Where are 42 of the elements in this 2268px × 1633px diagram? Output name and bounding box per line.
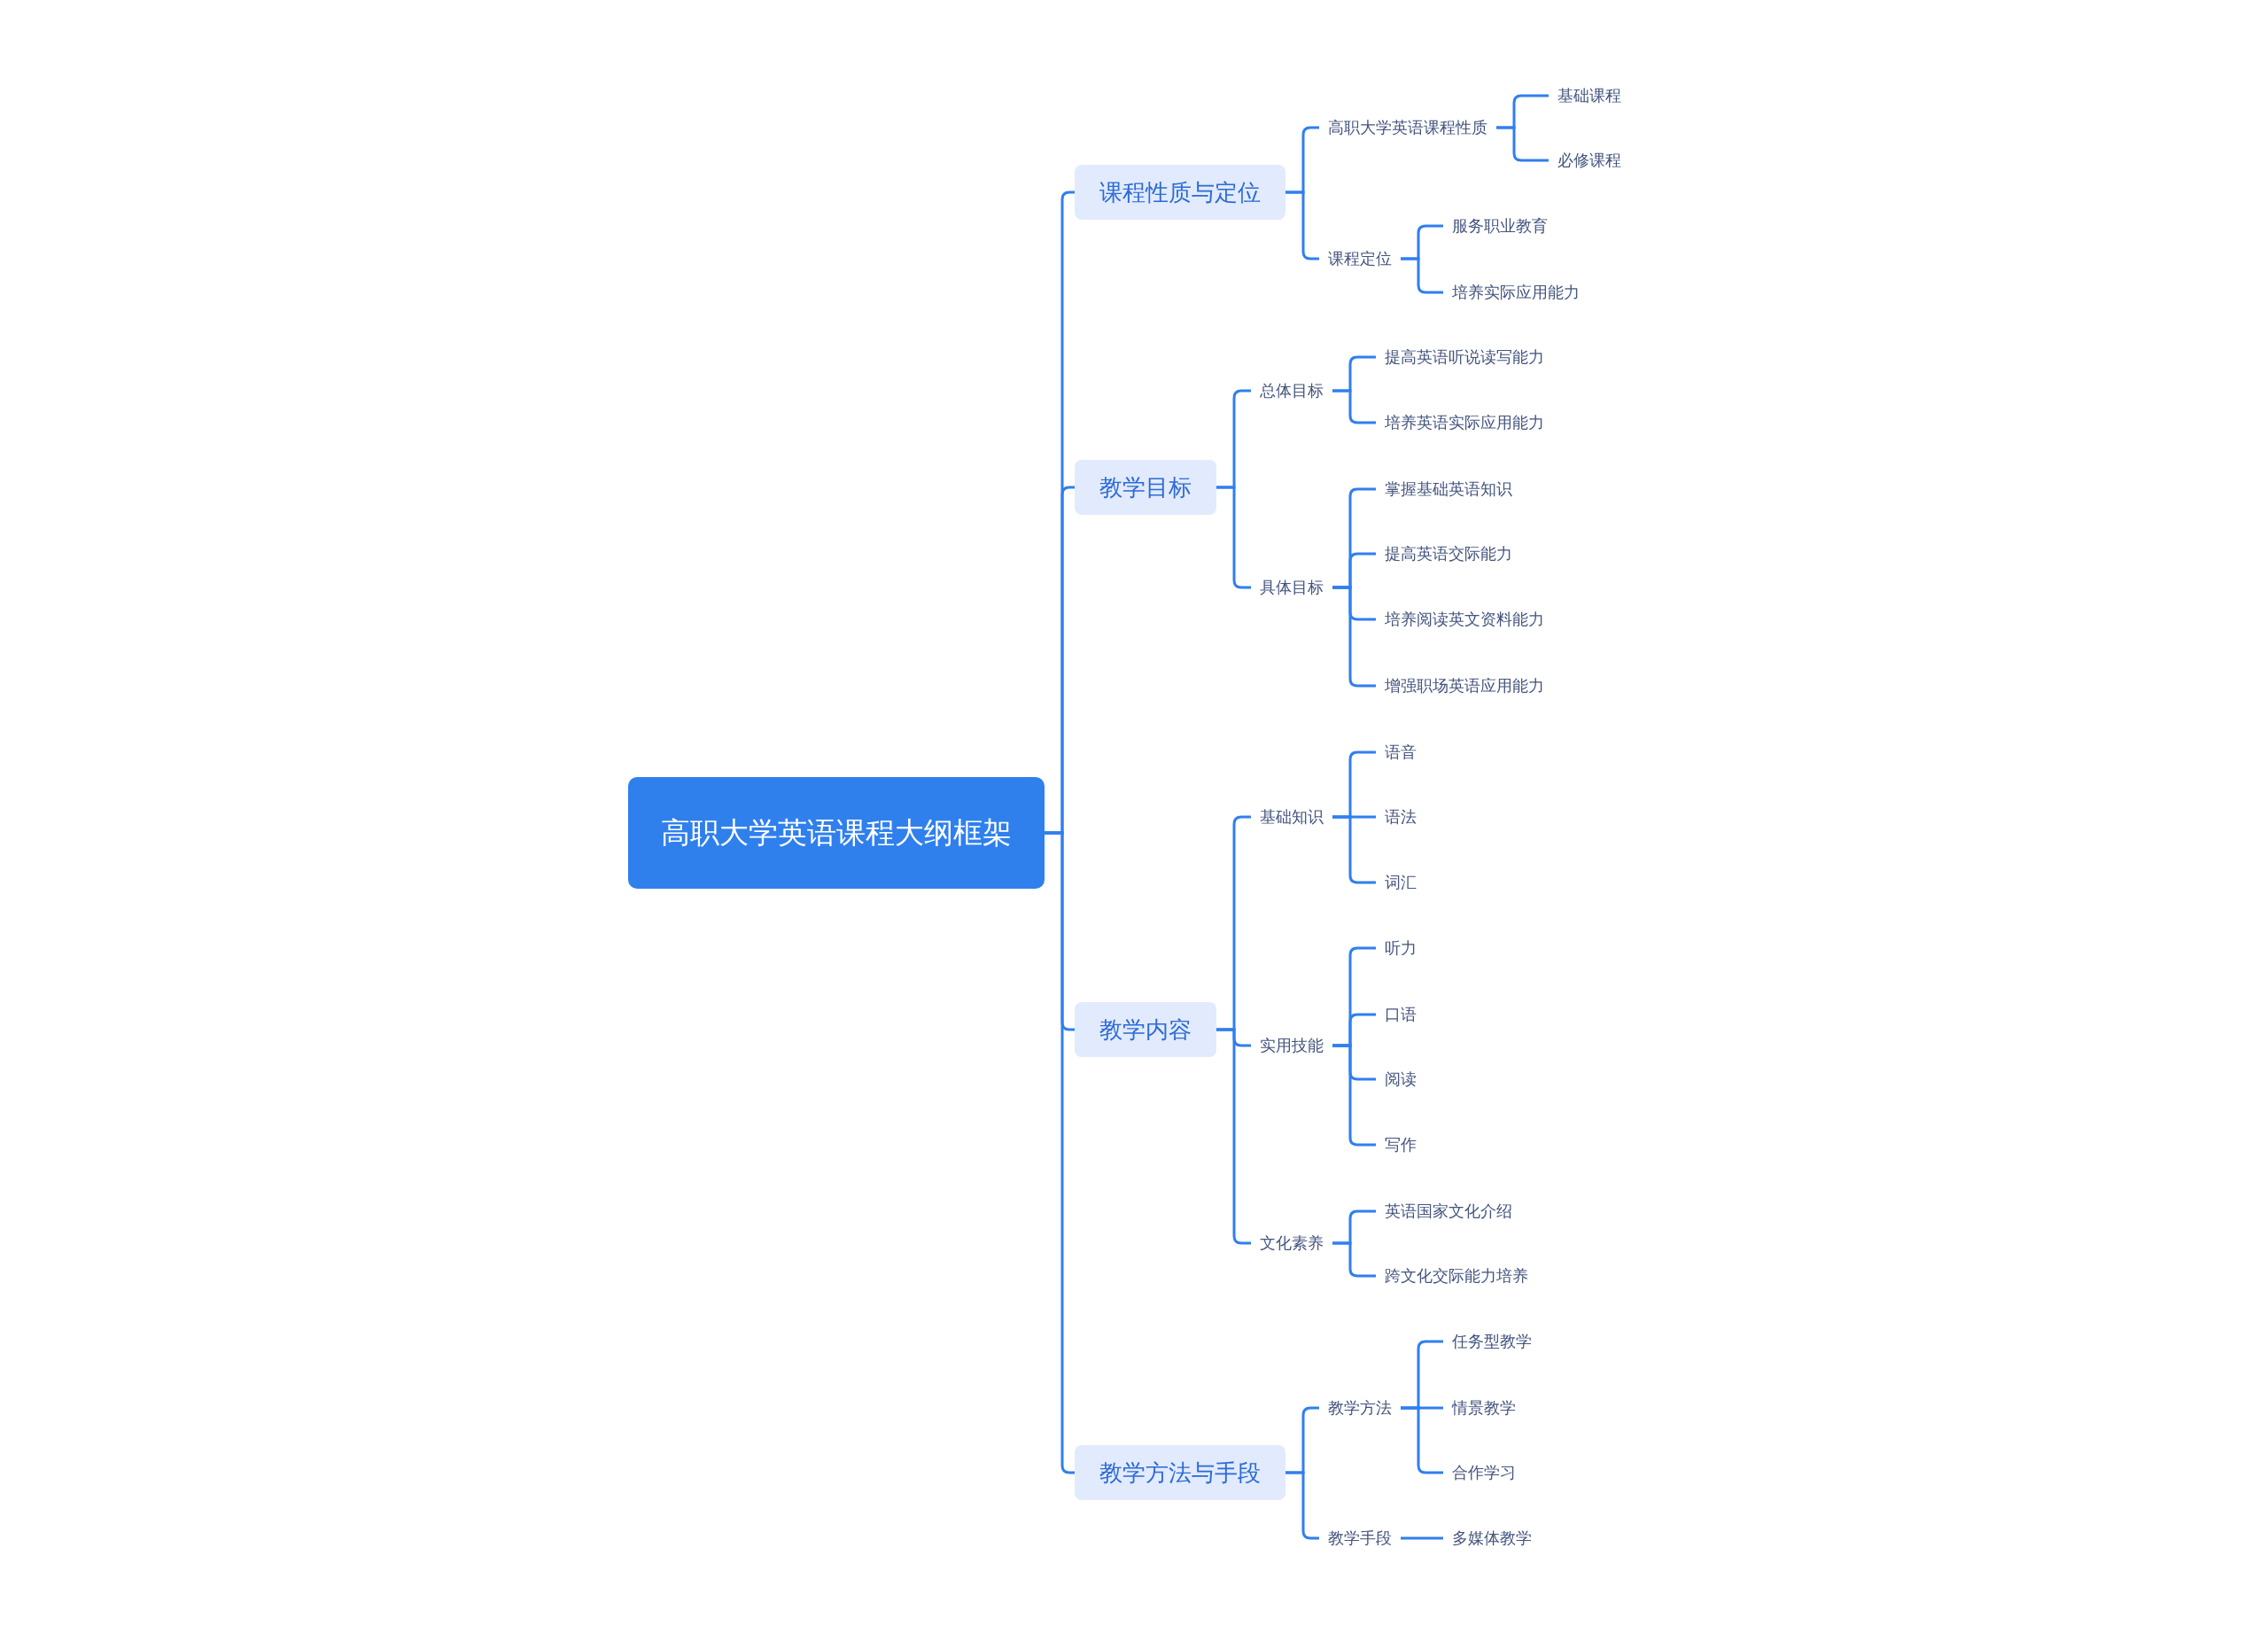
subtopic-text: 培养英语实际应用能力 [1385,410,1544,435]
central-topic-box: 高职大学英语课程大纲框架 [628,777,1045,889]
subtopic-text: 提高英语听说读写能力 [1385,345,1544,369]
subtopic-text: 文化素养 [1260,1231,1324,1256]
subtopic-text: 阅读 [1385,1067,1417,1092]
subtopic-text: 提高英语交际能力 [1385,541,1512,566]
connector-line [1401,257,1443,294]
subtopic-text: 写作 [1385,1132,1417,1157]
topic-box: 教学方法与手段 [1075,1445,1285,1500]
subtopic-text: 语法 [1385,805,1417,829]
topic-box: 教学目标 [1075,460,1216,515]
subtopic-text: 合作学习 [1452,1460,1516,1485]
subtopic-text: 课程定位 [1328,246,1392,271]
subtopic-text: 增强职场英语应用能力 [1385,673,1544,698]
subtopic-text: 教学方法 [1328,1396,1392,1420]
subtopic-text: 高职大学英语课程性质 [1328,115,1487,140]
subtopic-text: 基础知识 [1260,805,1324,829]
connector-line [1332,1241,1376,1278]
subtopic-text: 语音 [1385,740,1417,765]
subtopic-text: 口语 [1385,1002,1417,1027]
subtopic-text: 培养阅读英文资料能力 [1385,607,1544,632]
subtopic-text: 情景教学 [1452,1396,1516,1420]
subtopic-text: 培养实际应用能力 [1452,280,1580,305]
subtopic-text: 必修课程 [1557,148,1621,173]
subtopic-text: 听力 [1385,936,1417,960]
subtopic-text: 英语国家文化介绍 [1385,1199,1512,1224]
subtopic-text: 具体目标 [1260,575,1324,600]
subtopic-text: 任务型教学 [1452,1329,1532,1354]
topic-box: 课程性质与定位 [1075,165,1285,220]
connector-line [1401,1536,1443,1540]
subtopic-text: 总体目标 [1260,378,1324,403]
subtopic-text: 实用技能 [1260,1033,1324,1058]
subtopic-text: 词汇 [1385,870,1417,895]
subtopic-text: 跨文化交际能力培养 [1385,1264,1528,1288]
connector-line [1496,126,1549,162]
subtopic-text: 基础课程 [1557,83,1621,108]
subtopic-text: 服务职业教育 [1452,214,1548,238]
topic-box: 教学内容 [1075,1002,1216,1057]
subtopic-text: 掌握基础英语知识 [1385,477,1512,502]
subtopic-text: 教学手段 [1328,1526,1392,1551]
subtopic-text: 多媒体教学 [1452,1526,1532,1551]
connector-line [1332,389,1376,424]
